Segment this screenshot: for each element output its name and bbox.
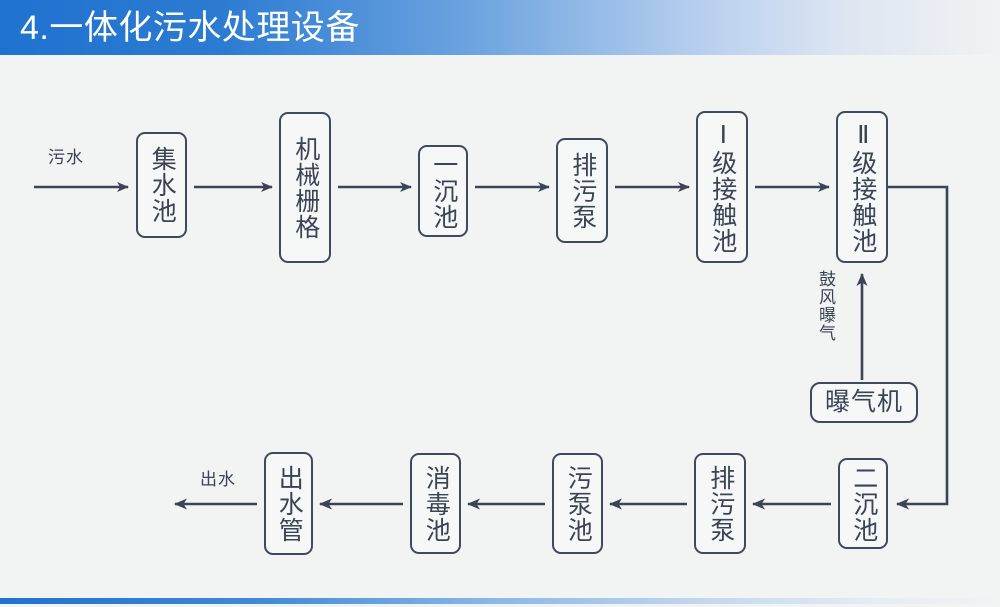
node-label: 二沉池 <box>849 464 878 543</box>
node-label: 曝气机 <box>824 387 903 416</box>
node-chushuiguan[interactable]: 出水管 <box>264 452 313 555</box>
node-jiechuchi-1[interactable]: Ⅰ级接触池 <box>696 111 748 263</box>
slide-footer-bar <box>0 598 1000 604</box>
node-baoqiji[interactable]: 曝气机 <box>810 382 918 423</box>
flow-connectors <box>34 182 949 510</box>
connector-6 <box>888 185 949 510</box>
node-wubengchi[interactable]: 污泵池 <box>552 453 603 554</box>
slide-header-bar: 4.一体化污水处理设备 <box>0 0 1000 55</box>
edge-label-inlet: 污水 <box>48 148 84 167</box>
page-title: 4.一体化污水处理设备 <box>20 8 360 47</box>
node-label: 出水管 <box>275 464 304 543</box>
node-xiaoduchi[interactable]: 消毒池 <box>410 453 461 554</box>
node-jixieshange[interactable]: 机械栅格 <box>279 112 331 263</box>
edge-label-aeration: 鼓风曝气 <box>816 270 835 342</box>
node-jishuichi[interactable]: 集水池 <box>136 132 187 238</box>
node-yichenchi[interactable]: 一沉池 <box>418 145 468 237</box>
edge-label-outlet: 出水 <box>200 470 236 489</box>
node-label: 集水池 <box>148 146 177 224</box>
node-label: 排污泵 <box>568 151 597 230</box>
node-paiwubeng-lower[interactable]: 排污泵 <box>694 453 746 554</box>
node-label: 消毒池 <box>422 464 451 543</box>
process-flow-diagram: 集水池 机械栅格 一沉池 排污泵 Ⅰ级接触池 Ⅱ级接触池 曝气机 二沉池 排污泵… <box>0 55 1000 598</box>
node-jiechuchi-2[interactable]: Ⅱ级接触池 <box>836 111 888 263</box>
node-label: Ⅱ级接触池 <box>848 120 877 254</box>
node-erchenchi[interactable]: 二沉池 <box>838 458 888 549</box>
node-label: 机械栅格 <box>291 135 320 240</box>
node-paiwubeng-upper[interactable]: 排污泵 <box>556 138 608 243</box>
node-label: Ⅰ级接触池 <box>708 120 737 254</box>
node-label: 排污泵 <box>706 464 735 543</box>
node-label: 一沉池 <box>429 152 458 230</box>
node-label: 污泵池 <box>564 464 593 543</box>
